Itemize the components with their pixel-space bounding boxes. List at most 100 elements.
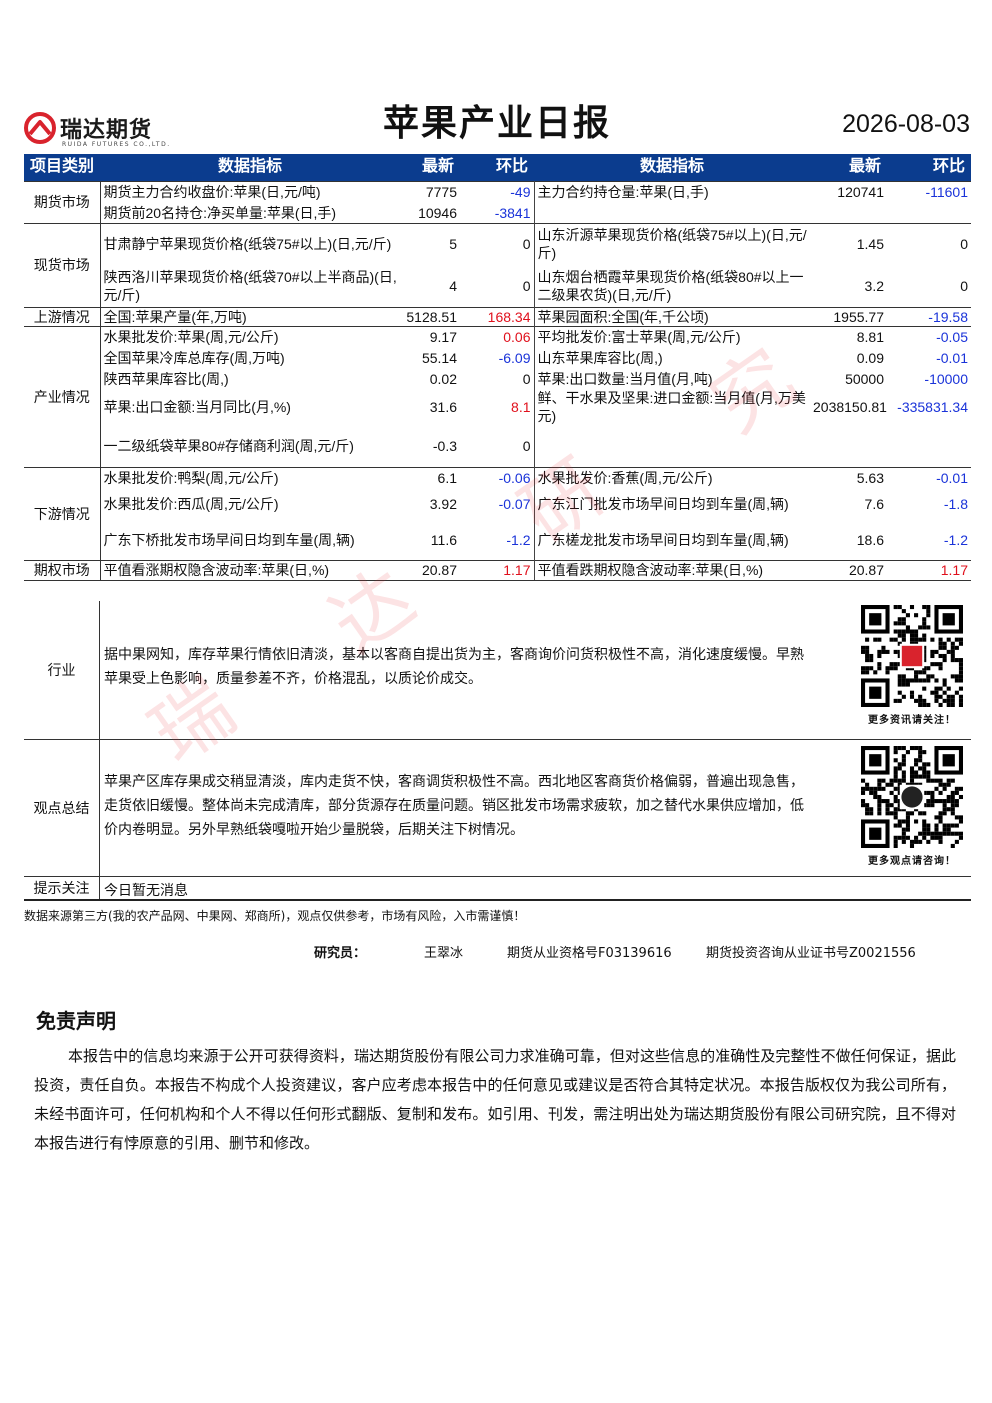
qr-module: [877, 799, 882, 804]
header-latest-left: 最新: [400, 154, 460, 181]
qr-module: [905, 827, 910, 832]
qr-module: [922, 686, 927, 691]
qr-module: [942, 811, 947, 816]
qr-module: [877, 778, 882, 783]
qr-module: [869, 613, 882, 626]
qr-module: [909, 774, 915, 779]
qr-caption-consult: 更多观点请咨询！: [868, 856, 956, 867]
qr-caption-follow: 更多资讯请关注！: [868, 715, 956, 726]
qr-module: [909, 766, 915, 771]
latest-value: 5.63: [810, 466, 887, 488]
qr-module: [930, 674, 935, 679]
qr-module: [926, 609, 931, 614]
qr-module: [897, 621, 902, 626]
qr-module: [877, 811, 882, 816]
qr-module: [873, 790, 878, 795]
qr-module: [954, 803, 959, 808]
qr-module: [877, 662, 882, 667]
disclaimer-body: 本报告中的信息均来源于公开可获得资料，瑞达期货股份有限公司力求准确可靠，但对这些…: [34, 1047, 956, 1152]
qr-module: [909, 605, 915, 610]
qr-module: [950, 658, 955, 663]
latest-value: 1.45: [810, 222, 887, 265]
qr-module: [865, 786, 870, 791]
qr-module: [946, 807, 951, 812]
qr-module: [865, 782, 870, 787]
qr-module: [893, 839, 898, 844]
qr-module: [893, 758, 898, 763]
qr-module: [893, 746, 898, 751]
qr-module: [897, 799, 902, 804]
qr-module: [958, 662, 963, 667]
qr-module: [950, 794, 955, 800]
qr-module: [922, 702, 927, 707]
qr-module: [901, 609, 906, 614]
table-header: 项目类别 数据指标 最新 环比 数据指标 最新 环比: [24, 154, 971, 181]
qr-module: [901, 778, 906, 783]
qr-module: [897, 782, 902, 787]
qr-module: [958, 831, 963, 836]
qr-module: [922, 678, 927, 683]
qr-module: [946, 649, 951, 654]
change-value: -10000: [924, 370, 968, 387]
change-value: -3841: [460, 203, 535, 223]
qr-module: [897, 629, 902, 634]
qr-module: [938, 819, 943, 824]
qr-module: [909, 839, 915, 844]
indicator-name: 苹果园面积:全国(年,千公顷): [534, 306, 810, 326]
qr-module: [909, 811, 915, 816]
qr-module: [934, 786, 939, 791]
qr-module: [897, 682, 902, 687]
qr-module: [938, 653, 943, 659]
qr-module: [869, 653, 874, 659]
qr-code-consult[interactable]: 更多观点请咨询！: [861, 746, 963, 867]
category-cell: 期货市场: [24, 180, 101, 223]
qr-module: [938, 641, 943, 646]
qr-module: [865, 653, 870, 659]
qr-module: [934, 799, 939, 804]
qr-module: [893, 823, 898, 828]
qr-module: [909, 629, 915, 634]
qr-module: [942, 807, 947, 812]
qr-module: [897, 807, 902, 812]
qr-module: [901, 839, 906, 844]
qr-module: [922, 831, 927, 836]
qr-module: [922, 645, 927, 650]
qr-module: [926, 613, 931, 618]
qr-module: [909, 694, 915, 699]
summary-text: 苹果产区库存果成交稍显清淡，库内走货不快，客商调货积极性不高。西北地区客商货价格…: [104, 774, 804, 838]
qr-module: [958, 835, 963, 840]
qr-module: [897, 633, 902, 638]
qr-code-follow[interactable]: 更多资讯请关注！: [861, 605, 963, 726]
qr-module: [926, 839, 931, 844]
qr-module: [873, 786, 878, 791]
change-value: -335831.34: [897, 399, 968, 415]
change-value: -6.09: [460, 347, 535, 368]
indicator-name: 山东沂源苹果现货价格(纸袋75#以上)(日,元/斤): [534, 222, 810, 265]
qr-module: [926, 803, 931, 808]
qr-module: [901, 682, 906, 687]
latest-value: [810, 425, 887, 467]
qr-module: [914, 629, 919, 634]
qr-module: [905, 629, 910, 634]
qr-module: [914, 746, 919, 751]
qr-module: [918, 782, 923, 787]
qr-module: [897, 790, 902, 795]
qr-module: [877, 649, 882, 654]
change-value: -1.8: [943, 496, 968, 512]
change-value: 8.1: [460, 389, 535, 425]
qr-module: [954, 690, 959, 695]
qr-module: [942, 641, 947, 646]
qr-module: [946, 686, 951, 691]
change-value: 1.17: [460, 559, 535, 581]
latest-value: 7775: [400, 180, 460, 203]
qr-module: [938, 694, 943, 699]
qr-module: [905, 682, 910, 687]
qr-module: [893, 698, 898, 703]
indicator-name: 水果批发价:西瓜(周,元/公斤): [103, 496, 279, 512]
qr-module: [958, 786, 963, 791]
change-value: 168.34: [460, 306, 535, 326]
qr-module: [893, 815, 898, 820]
qr-module: [954, 786, 959, 791]
